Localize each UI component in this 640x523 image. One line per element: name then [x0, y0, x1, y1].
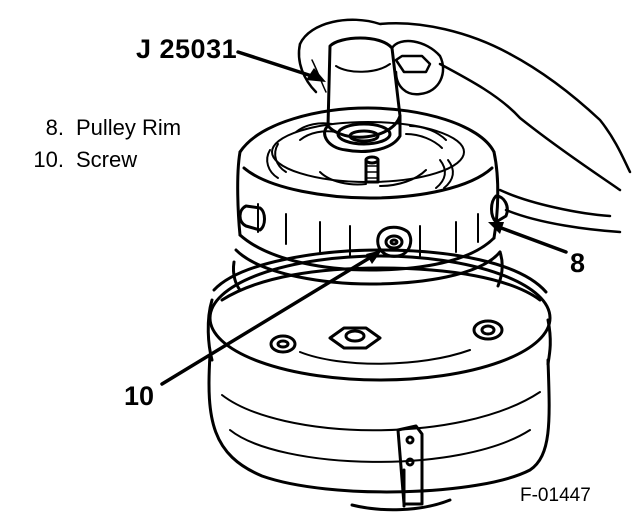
callout-pulley-rim: 8 [570, 248, 586, 278]
compressor-body [206, 248, 552, 494]
tool-label: J 25031 [136, 34, 238, 64]
arrowheads [306, 68, 504, 264]
legend-item: 8. Pulley Rim [12, 112, 182, 144]
screw [376, 225, 413, 258]
figure-id: F-01447 [520, 485, 591, 506]
legend-text: Screw [76, 147, 138, 172]
leader-lines [160, 50, 568, 386]
legend: 8. Pulley Rim 10. Screw [12, 112, 181, 176]
legend-number: 10. [33, 147, 64, 172]
mounting-ears [269, 319, 504, 365]
legend-number: 8. [45, 115, 64, 140]
tool-j25031 [323, 36, 402, 153]
center-shaft [364, 155, 380, 184]
pulley-rim-tabs [238, 194, 509, 257]
bracket [350, 424, 452, 512]
legend-item: 10. Screw [12, 144, 181, 176]
callout-screw: 10 [124, 381, 155, 411]
legend-text: Pulley Rim [76, 115, 182, 140]
